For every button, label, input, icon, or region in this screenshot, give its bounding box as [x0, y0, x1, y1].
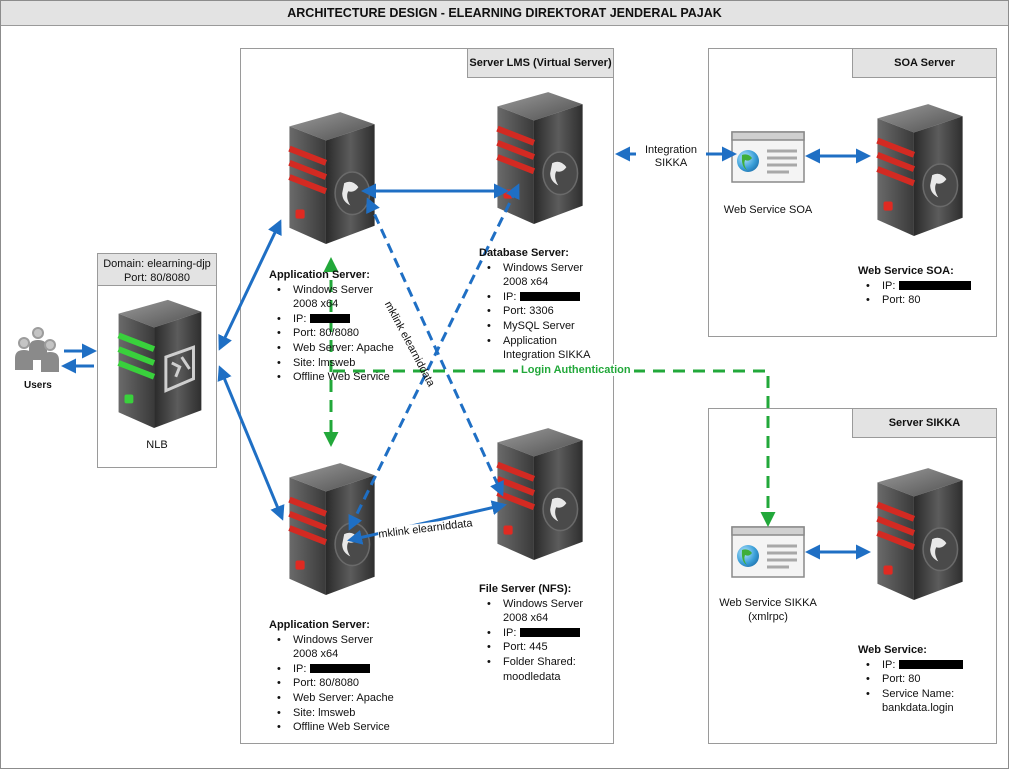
redacted-ip	[898, 281, 971, 291]
sikka-server-box-title: Server SIKKA	[852, 408, 997, 438]
web-service-sikka-label-line1: Web Service SIKKA	[719, 597, 817, 609]
login-authentication-link	[333, 369, 776, 527]
file-server-port: Port: 445	[487, 640, 609, 655]
file-server-folder: Folder Shared: moodledata	[487, 655, 583, 684]
nlb-app1-link	[218, 219, 282, 351]
integration-label-line2: SIKKA	[654, 157, 688, 169]
app-server-2-heading: Application Server:	[269, 619, 370, 631]
redacted-ip	[519, 628, 580, 638]
diagram-title: ARCHITECTURE DESIGN - ELEARNING DIREKTOR…	[1, 1, 1008, 26]
ws-sikka-ip: IP:	[866, 658, 988, 673]
app-server-1-offline: Offline Web Service	[277, 370, 429, 385]
app-server-1-heading: Application Server:	[269, 269, 370, 281]
nlb-label: NLB	[146, 439, 168, 451]
db-server-port: Port: 3306	[487, 304, 609, 319]
file-server-icon	[497, 428, 582, 560]
app-server-1-spec: Application Server: Windows Server 2008 …	[269, 268, 429, 385]
app-server-2-webserver: Web Server: Apache	[277, 691, 429, 706]
app-server-1-os: Windows Server 2008 x64	[277, 283, 383, 312]
app-server-2-os: Windows Server 2008 x64	[277, 633, 383, 662]
app-server-2-port: Port: 80/8080	[277, 676, 429, 691]
app-server-2-ip: IP:	[277, 662, 429, 677]
ws-sikka-spec: Web Service: IP: Port: 80 Service Name: …	[858, 643, 988, 716]
app-server-1-webserver: Web Server: Apache	[277, 341, 429, 356]
file-server-spec: File Server (NFS): Windows Server 2008 x…	[479, 582, 609, 684]
nlb-domain-line2: Port: 80/8080	[123, 272, 191, 284]
redacted-ip	[309, 664, 370, 674]
web-service-soa-label: Web Service SOA	[723, 204, 813, 216]
file-server-ip: IP:	[487, 626, 609, 641]
redacted-ip	[309, 314, 350, 324]
file-server-heading: File Server (NFS):	[479, 583, 572, 595]
web-service-sikka-icon	[731, 526, 805, 578]
nlb-domain-header: Domain: elearning-djp Port: 80/8080	[97, 253, 217, 286]
web-service-sikka-label-line2: (xmlrpc)	[748, 611, 788, 623]
ws-sikka-port: Port: 80	[866, 672, 988, 687]
redacted-ip	[898, 660, 963, 670]
nlb-server-icon	[119, 300, 202, 428]
web-service-soa-icon	[731, 131, 805, 183]
users-label: Users	[24, 380, 52, 391]
app-server-2-offline: Offline Web Service	[277, 720, 429, 735]
app-server-1-port: Port: 80/8080	[277, 326, 429, 341]
ws-soa-port: Port: 80	[866, 293, 988, 308]
ws-sikka-service-name: Service Name: bankdata.login	[866, 687, 962, 716]
soa-server-box-title: SOA Server	[852, 48, 997, 78]
app-server-2-site: Site: lmsweb	[277, 706, 429, 721]
app-server-1-icon	[289, 112, 374, 244]
integration-label: Integration SIKKA	[636, 144, 706, 170]
app-server-1-ip: IP:	[277, 312, 429, 327]
db-server-heading: Database Server:	[479, 247, 569, 259]
file-server-os: Windows Server 2008 x64	[487, 597, 593, 626]
nlb-app2-link	[217, 365, 285, 521]
login-authentication-label: Login Authentication	[518, 364, 634, 376]
web-service-sikka-label: Web Service SIKKA (xmlrpc)	[713, 596, 823, 624]
sikka-server-icon	[877, 468, 962, 600]
db-server-mysql: MySQL Server	[487, 319, 609, 334]
users-icon	[15, 327, 59, 372]
nlb-domain-line1: Domain: elearning-djp	[103, 258, 211, 270]
app-server-2-icon	[289, 463, 374, 595]
app-server-2-spec: Application Server: Windows Server 2008 …	[269, 618, 429, 735]
lms-server-box-title: Server LMS (Virtual Server)	[467, 48, 614, 78]
integration-label-line1: Integration	[645, 144, 697, 156]
ws-soa-heading: Web Service SOA:	[858, 265, 954, 277]
ws-sikka-heading: Web Service:	[858, 644, 927, 656]
db-server-ip: IP:	[487, 290, 609, 305]
db-server-os: Windows Server 2008 x64	[487, 261, 593, 290]
soa-server-icon	[877, 104, 962, 236]
ws-soa-spec: Web Service SOA: IP: Port: 80	[858, 264, 988, 308]
db-server-spec: Database Server: Windows Server 2008 x64…	[479, 246, 609, 363]
redacted-ip	[519, 292, 580, 302]
db-server-integration: Application Integration SIKKA	[487, 334, 599, 363]
app-server-1-site: Site: lmsweb	[277, 356, 429, 371]
ws-soa-ip: IP:	[866, 279, 988, 294]
